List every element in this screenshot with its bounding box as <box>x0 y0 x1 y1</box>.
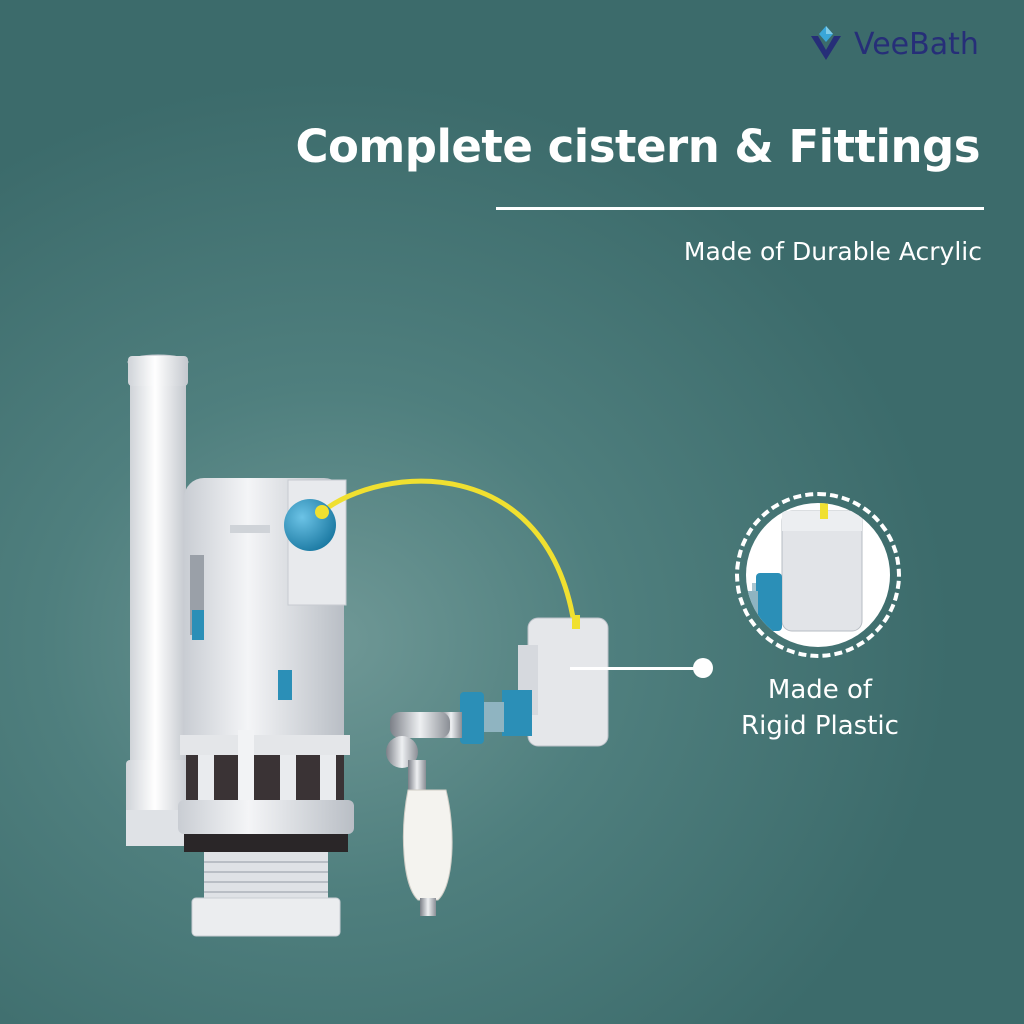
callout-leader-line <box>570 667 704 670</box>
detail-zoom-ring <box>735 492 901 658</box>
title-divider <box>496 207 984 210</box>
callout-dot <box>693 658 713 678</box>
page-subtitle: Made of Durable Acrylic <box>683 237 982 266</box>
push-button-closeup <box>746 503 863 632</box>
page-title: Complete cistern & Fittings <box>295 120 980 173</box>
brand-logo: VeeBath <box>806 22 1006 66</box>
callout-label-line-1: Made of <box>767 675 873 705</box>
flush-valve-product-image <box>126 354 609 937</box>
detail-zoom-image <box>746 503 890 647</box>
veebath-v-logo-icon <box>811 26 841 60</box>
brand-name: VeeBath <box>854 26 979 62</box>
callout-label: Made of Rigid Plastic <box>705 672 935 744</box>
callout-label-line-2: Rigid Plastic <box>741 711 899 741</box>
